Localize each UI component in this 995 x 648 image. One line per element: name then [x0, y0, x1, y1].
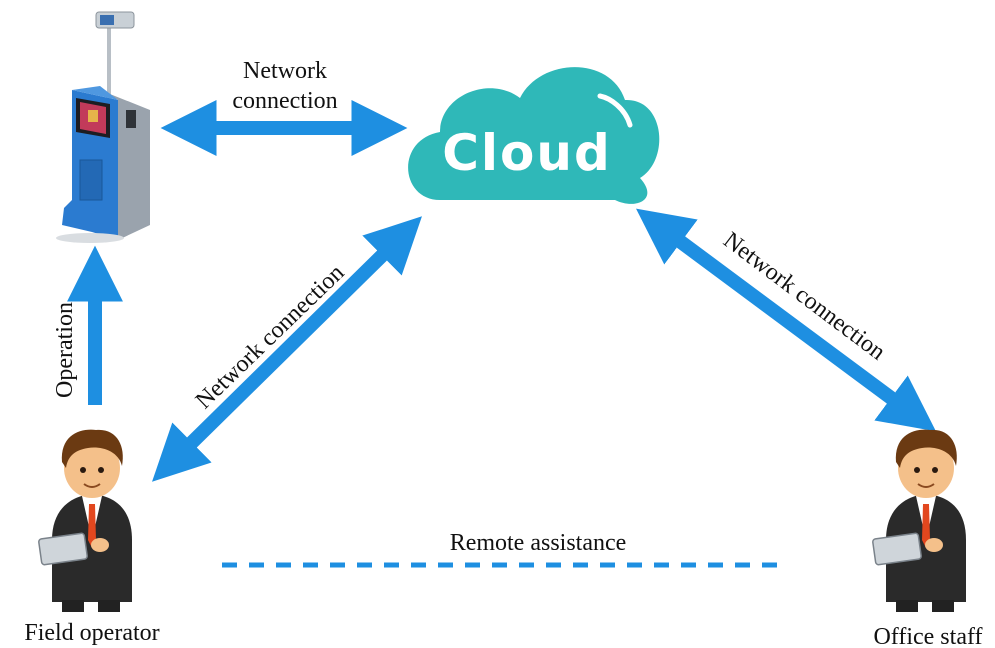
- arrow-cloud-staff: [636, 208, 936, 432]
- office-staff-figure: [872, 429, 966, 612]
- arrow-operator-cloud: [152, 216, 422, 482]
- cloud-label: Cloud: [442, 124, 612, 182]
- operator-cloud-label: Network connection: [191, 260, 350, 414]
- kiosk-terminal-icon: [56, 11, 150, 243]
- field-operator-figure: [38, 429, 132, 612]
- kiosk-cloud-label-line2: connection: [232, 88, 337, 114]
- operation-label: Operation: [52, 302, 78, 398]
- cloud-icon: Cloud: [408, 67, 660, 204]
- office-staff-label: Office staff: [873, 624, 982, 648]
- businessman-tablet-icon: [872, 429, 966, 612]
- kiosk-cloud-label-line1: Network: [243, 58, 327, 84]
- remote-assistance-label: Remote assistance: [450, 530, 627, 556]
- field-operator-label: Field operator: [24, 620, 159, 646]
- businessman-tablet-icon: [38, 429, 132, 612]
